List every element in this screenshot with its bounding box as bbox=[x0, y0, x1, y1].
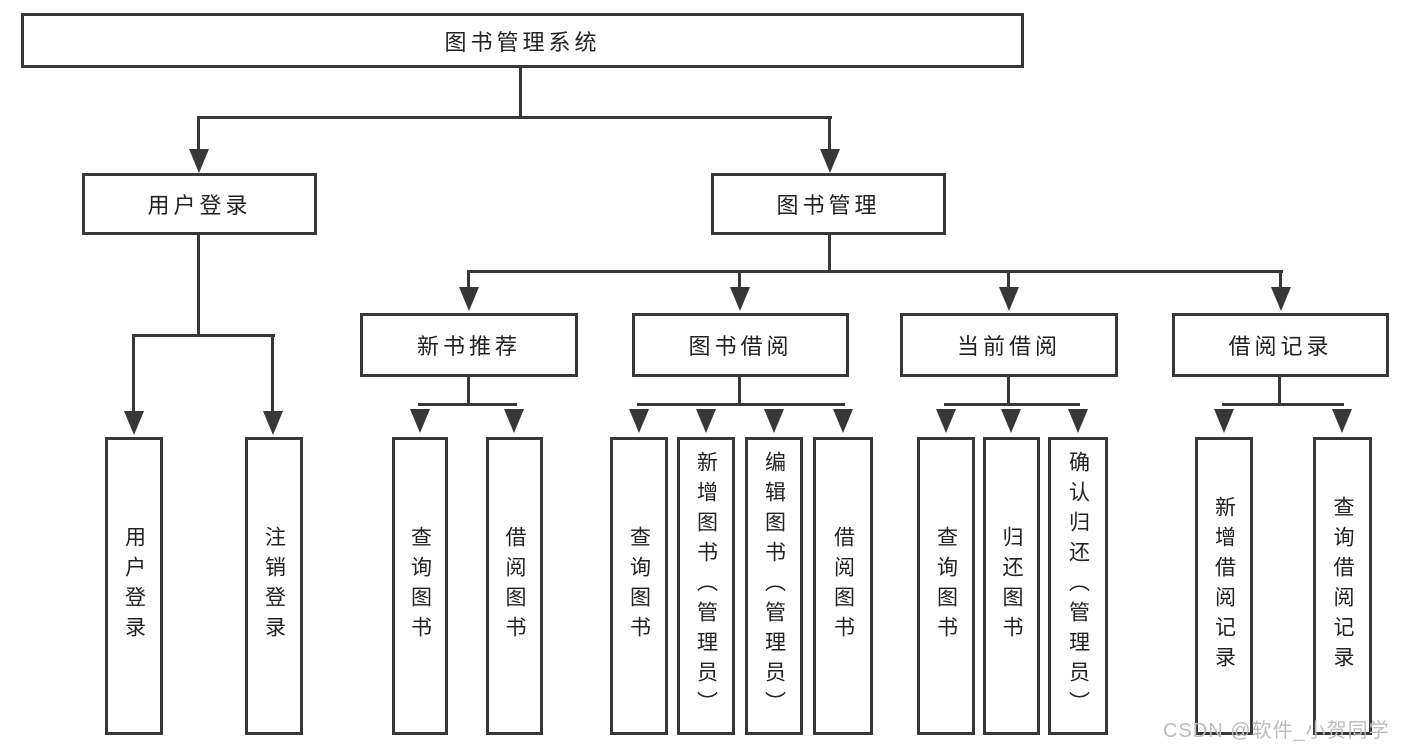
connector-line bbox=[519, 68, 522, 119]
arrow-down-icon bbox=[833, 409, 853, 433]
node-current-borrowing: 当前借阅 bbox=[900, 313, 1118, 377]
connector-line bbox=[467, 273, 470, 289]
node-leaf-user-login-label: 用户登录 bbox=[122, 526, 146, 646]
node-book-management-label: 图书管理 bbox=[776, 193, 881, 218]
arrow-down-icon bbox=[1068, 409, 1088, 433]
connector-line bbox=[828, 235, 831, 272]
arrow-down-icon bbox=[124, 411, 144, 435]
connector-line bbox=[197, 116, 832, 119]
connector-line bbox=[197, 119, 200, 151]
arrow-down-icon bbox=[263, 411, 283, 435]
node-new-book-recommend: 新书推荐 bbox=[360, 313, 578, 377]
arrow-down-icon bbox=[189, 149, 209, 173]
connector-line bbox=[467, 270, 1283, 273]
node-root: 图书管理系统 bbox=[21, 13, 1024, 68]
node-new-book-recommend-label: 新书推荐 bbox=[416, 334, 521, 359]
connector-line bbox=[418, 403, 517, 406]
connector-line bbox=[828, 119, 831, 151]
node-leaf-add-books-admin: 新增图书（管理员） bbox=[677, 437, 735, 735]
arrow-down-icon bbox=[1214, 409, 1234, 433]
node-book-management: 图书管理 bbox=[711, 173, 946, 235]
node-leaf-logout: 注销登录 bbox=[245, 437, 303, 735]
node-user-login: 用户登录 bbox=[82, 173, 317, 235]
node-leaf-borrow-books-1-label: 借阅图书 bbox=[503, 526, 526, 646]
node-leaf-query-borrow-record: 查询借阅记录 bbox=[1313, 437, 1372, 735]
node-leaf-query-books-1-label: 查询图书 bbox=[408, 526, 432, 646]
arrow-down-icon bbox=[1332, 409, 1352, 433]
arrow-down-icon bbox=[820, 149, 840, 173]
connector-line bbox=[271, 337, 274, 413]
connector-line bbox=[132, 337, 135, 413]
node-borrowing-records-label: 借阅记录 bbox=[1228, 334, 1333, 359]
node-leaf-borrow-books-2-label: 借阅图书 bbox=[831, 526, 855, 646]
node-leaf-edit-books-admin-label: 编辑图书（管理员） bbox=[762, 451, 786, 721]
connector-line bbox=[637, 403, 845, 406]
node-leaf-add-books-admin-label: 新增图书（管理员） bbox=[694, 451, 718, 721]
node-book-borrowing: 图书借阅 bbox=[632, 313, 849, 377]
connector-line bbox=[1007, 377, 1010, 406]
csdn-watermark: CSDN @软件_小贺同学 bbox=[1163, 720, 1390, 742]
node-current-borrowing-label: 当前借阅 bbox=[956, 334, 1061, 359]
arrow-down-icon bbox=[696, 409, 716, 433]
node-user-login-label: 用户登录 bbox=[147, 193, 252, 218]
node-leaf-borrow-books-2: 借阅图书 bbox=[813, 437, 873, 735]
connector-line bbox=[738, 273, 741, 289]
connector-line bbox=[1278, 377, 1281, 406]
arrow-down-icon bbox=[459, 287, 479, 311]
node-root-label: 图书管理系统 bbox=[444, 29, 601, 55]
connector-line bbox=[132, 334, 275, 337]
node-leaf-return-books: 归还图书 bbox=[983, 437, 1040, 735]
node-leaf-add-borrow-record-label: 新增借阅记录 bbox=[1212, 496, 1236, 676]
node-leaf-query-books-2-label: 查询图书 bbox=[627, 526, 651, 646]
node-leaf-query-books-3-label: 查询图书 bbox=[934, 526, 958, 646]
arrow-down-icon bbox=[1001, 409, 1021, 433]
node-leaf-query-borrow-record-label: 查询借阅记录 bbox=[1331, 496, 1354, 676]
node-leaf-confirm-return-admin-label: 确认归还（管理员） bbox=[1066, 451, 1090, 721]
node-borrowing-records: 借阅记录 bbox=[1172, 313, 1389, 377]
connector-line bbox=[1279, 273, 1282, 289]
node-leaf-edit-books-admin: 编辑图书（管理员） bbox=[745, 437, 803, 735]
node-leaf-logout-label: 注销登录 bbox=[262, 526, 286, 646]
node-leaf-user-login: 用户登录 bbox=[105, 437, 163, 735]
arrow-down-icon bbox=[410, 409, 430, 433]
connector-line bbox=[1007, 273, 1010, 289]
node-leaf-query-books-1: 查询图书 bbox=[392, 437, 448, 735]
node-leaf-query-books-2: 查询图书 bbox=[610, 437, 668, 735]
connector-line bbox=[944, 403, 1080, 406]
arrow-down-icon bbox=[999, 287, 1019, 311]
node-leaf-confirm-return-admin: 确认归还（管理员） bbox=[1048, 437, 1108, 735]
arrow-down-icon bbox=[730, 287, 750, 311]
connector-line bbox=[467, 377, 470, 406]
arrow-down-icon bbox=[504, 409, 524, 433]
arrow-down-icon bbox=[936, 409, 956, 433]
node-leaf-return-books-label: 归还图书 bbox=[1000, 526, 1023, 646]
connector-line bbox=[197, 235, 200, 336]
connector-line bbox=[1222, 403, 1344, 406]
connector-line bbox=[738, 377, 741, 406]
arrow-down-icon bbox=[1271, 287, 1291, 311]
node-leaf-query-books-3: 查询图书 bbox=[917, 437, 975, 735]
node-leaf-add-borrow-record: 新增借阅记录 bbox=[1195, 437, 1253, 735]
arrow-down-icon bbox=[764, 409, 784, 433]
node-book-borrowing-label: 图书借阅 bbox=[688, 334, 793, 359]
node-leaf-borrow-books-1: 借阅图书 bbox=[486, 437, 543, 735]
arrow-down-icon bbox=[629, 409, 649, 433]
